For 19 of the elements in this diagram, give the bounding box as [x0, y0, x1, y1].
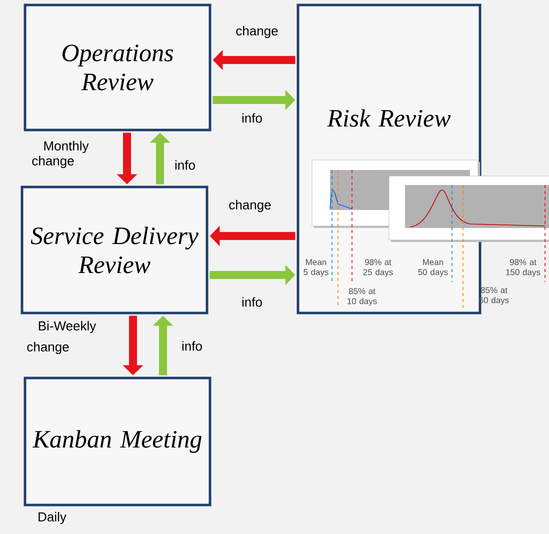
- chart-annotation: Mean 50 days: [418, 259, 448, 277]
- chart-annotation: 85% at 10 days: [348, 288, 377, 306]
- edge-label: info: [182, 341, 202, 351]
- edge-label: info: [242, 113, 262, 123]
- edge-label: info: [242, 297, 262, 307]
- edge-label: info: [175, 160, 195, 170]
- cadence-label: Monthly: [44, 140, 89, 154]
- edge-label: change: [236, 26, 278, 38]
- review-box: Service Delivery Review: [20, 186, 208, 314]
- edge-label: change: [229, 200, 271, 212]
- edge-label: change: [32, 156, 74, 168]
- cadence-label: Bi-Weekly: [38, 320, 96, 334]
- review-box: Operations Review: [24, 4, 212, 132]
- cadence-label: Daily: [38, 512, 66, 524]
- chart-annotation: Mean 5 days: [304, 259, 328, 277]
- chart-annotation: 98% at 25 days: [363, 259, 393, 277]
- edge-label: change: [27, 342, 69, 354]
- chart-annotation: 98% at 150 days: [506, 259, 540, 277]
- review-box: Kanban Meeting: [24, 376, 212, 506]
